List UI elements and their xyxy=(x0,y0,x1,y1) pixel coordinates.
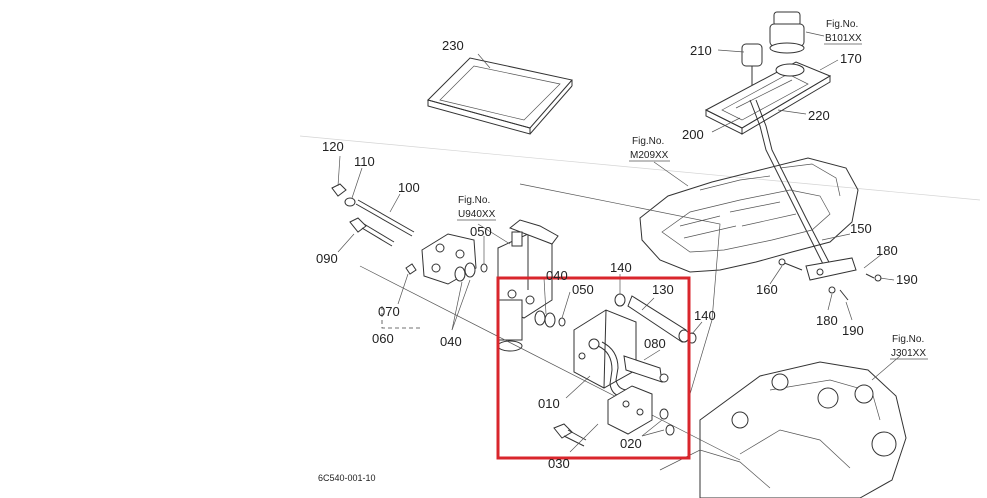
callout-100: 100 xyxy=(398,180,420,195)
transmission-case xyxy=(659,361,907,498)
callout-010: 010 xyxy=(538,396,560,411)
figref-U940XX: Fig.No. U940XX xyxy=(457,195,496,221)
svg-text:Fig.No.: Fig.No. xyxy=(632,136,664,147)
callout-190-upper: 190 xyxy=(896,272,918,287)
callout-140-right: 140 xyxy=(694,308,716,323)
bolt-030 xyxy=(553,423,587,447)
manual-booklet xyxy=(427,57,573,135)
reserve-tank xyxy=(769,11,805,54)
upper-bolts xyxy=(331,183,417,275)
highlight-box xyxy=(496,276,691,460)
lever-panel xyxy=(704,61,832,135)
control-valve xyxy=(497,219,559,352)
callout-180-lower: 180 xyxy=(816,313,838,328)
pipe-130 xyxy=(614,293,697,344)
callout-190-lower: 190 xyxy=(842,323,864,338)
callout-120: 120 xyxy=(322,139,344,154)
callout-180-upper: 180 xyxy=(876,243,898,258)
callout-170: 170 xyxy=(840,51,862,66)
floor-cover xyxy=(639,157,859,273)
svg-text:B101XX: B101XX xyxy=(825,33,862,44)
figref-M209XX: Fig.No. M209XX xyxy=(629,136,670,162)
callout-050-upper: 050 xyxy=(470,224,492,239)
callout-210: 210 xyxy=(690,43,712,58)
callout-200: 200 xyxy=(682,127,704,142)
callout-090: 090 xyxy=(316,251,338,266)
figref-B101XX: Fig.No. B101XX xyxy=(805,19,862,45)
svg-text:J301XX: J301XX xyxy=(891,348,926,359)
o-rings-lower xyxy=(659,408,675,436)
pin-080 xyxy=(623,355,669,383)
callout-140-upper: 140 xyxy=(610,260,632,275)
callout-220: 220 xyxy=(808,108,830,123)
leader-lines xyxy=(337,49,901,453)
drawing-code: 6C540-001-10 xyxy=(318,473,376,483)
lever-rod xyxy=(749,99,857,281)
svg-text:M209XX: M209XX xyxy=(630,150,669,161)
callout-070: 070 xyxy=(378,304,400,319)
pivot-pins xyxy=(778,258,882,301)
callout-060: 060 xyxy=(372,331,394,346)
svg-text:Fig.No.: Fig.No. xyxy=(458,195,490,206)
callout-230: 230 xyxy=(442,38,464,53)
lower-block xyxy=(607,385,653,435)
callout-030: 030 xyxy=(548,456,570,471)
svg-text:Fig.No.: Fig.No. xyxy=(892,334,924,345)
callout-labels: 230 210 170 220 200 120 110 100 090 050 … xyxy=(316,38,918,471)
o-rings-middle xyxy=(534,310,566,328)
callout-110: 110 xyxy=(354,154,375,169)
callout-150: 150 xyxy=(850,221,872,236)
svg-text:U940XX: U940XX xyxy=(458,209,496,220)
figref-J301XX: Fig.No. J301XX xyxy=(890,334,928,360)
callout-080: 080 xyxy=(644,336,666,351)
callout-050-middle: 050 xyxy=(572,282,594,297)
svg-text:Fig.No.: Fig.No. xyxy=(826,19,858,30)
callout-040-lower: 040 xyxy=(440,334,462,349)
adapter-block xyxy=(573,309,637,397)
callout-130: 130 xyxy=(652,282,674,297)
figure-references: Fig.No. B101XX Fig.No. M209XX Fig.No. U9… xyxy=(457,19,928,360)
o-rings-upper xyxy=(454,262,488,282)
callout-040-middle: 040 xyxy=(546,268,568,283)
callout-160: 160 xyxy=(756,282,778,297)
callout-020: 020 xyxy=(620,436,642,451)
